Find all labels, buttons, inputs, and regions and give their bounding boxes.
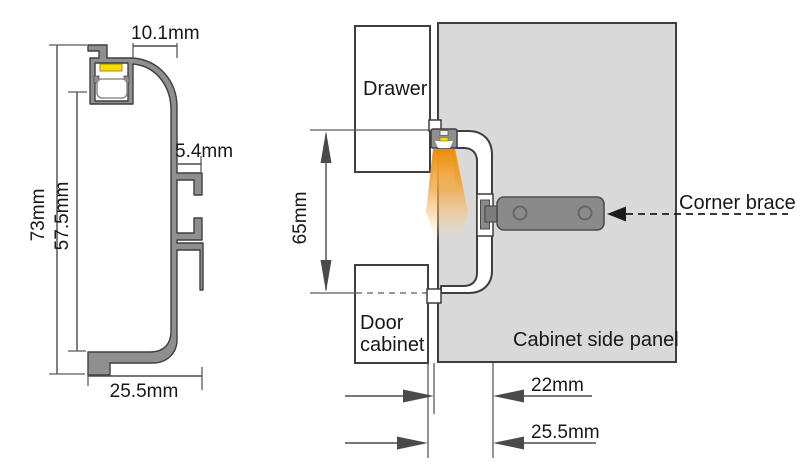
arrowhead-left <box>493 389 524 403</box>
dim-inner-height: 57.5mm <box>52 91 87 352</box>
dim-total-height: 73mm <box>28 44 87 375</box>
arrowhead-right <box>397 436 428 450</box>
arrowhead-right <box>403 389 434 403</box>
drawer-box <box>354 25 431 173</box>
light-cone-core <box>431 149 457 190</box>
corner-brace <box>496 196 605 231</box>
dim-label-total-height: 73mm <box>28 189 49 242</box>
profile-body <box>87 44 204 376</box>
arrowhead-down <box>320 260 332 292</box>
profile-cross-section-view: 10.1mm 5.4mm 73mm 57.5mm 25.5mm <box>28 23 233 402</box>
arrowhead-up <box>320 131 332 163</box>
dim-label-inner-height: 57.5mm <box>52 182 73 251</box>
door-cabinet-box <box>354 264 429 364</box>
dim-label-clip-depth: 5.4mm <box>175 141 233 162</box>
profile-channel-outline <box>440 130 493 294</box>
brace-screw-hole-left <box>512 205 528 221</box>
profile-bottom-hook <box>426 288 442 304</box>
dim-label-install-height: 65mm <box>290 192 311 245</box>
dim-clip-depth: 5.4mm <box>175 141 233 172</box>
led-module <box>430 128 458 149</box>
arrowhead-left <box>493 436 524 450</box>
brace-screw-hole-right <box>577 205 593 221</box>
dim-recess-depth: 22mm <box>345 375 592 403</box>
dim-bottom-depth: 25.5mm <box>87 367 203 402</box>
label-door-cabinet-line2: cabinet <box>360 334 425 356</box>
led-strip <box>99 63 123 72</box>
diffuser-lens <box>96 78 128 99</box>
dim-label-recess-depth: 22mm <box>531 375 584 396</box>
dim-label-top-width: 10.1mm <box>131 23 200 44</box>
callout-arrowhead <box>607 206 626 222</box>
corner-brace-callout: Corner brace <box>607 192 796 222</box>
led-strip-installed <box>439 137 449 142</box>
dim-top-width: 10.1mm <box>131 23 200 58</box>
installation-section-view: 65mm Corner brace <box>290 22 796 458</box>
dim-label-total-depth: 25.5mm <box>531 422 600 443</box>
label-drawer: Drawer <box>363 78 428 100</box>
label-corner-brace: Corner brace <box>679 192 796 214</box>
dim-label-bottom-depth: 25.5mm <box>110 381 179 402</box>
label-cabinet-side-panel: Cabinet side panel <box>513 329 679 351</box>
label-door-cabinet-line1: Door <box>360 312 404 334</box>
dim-total-depth: 25.5mm <box>345 422 600 450</box>
dim-install-height: 65mm <box>290 131 332 292</box>
cabinet-side-panel <box>437 22 677 363</box>
